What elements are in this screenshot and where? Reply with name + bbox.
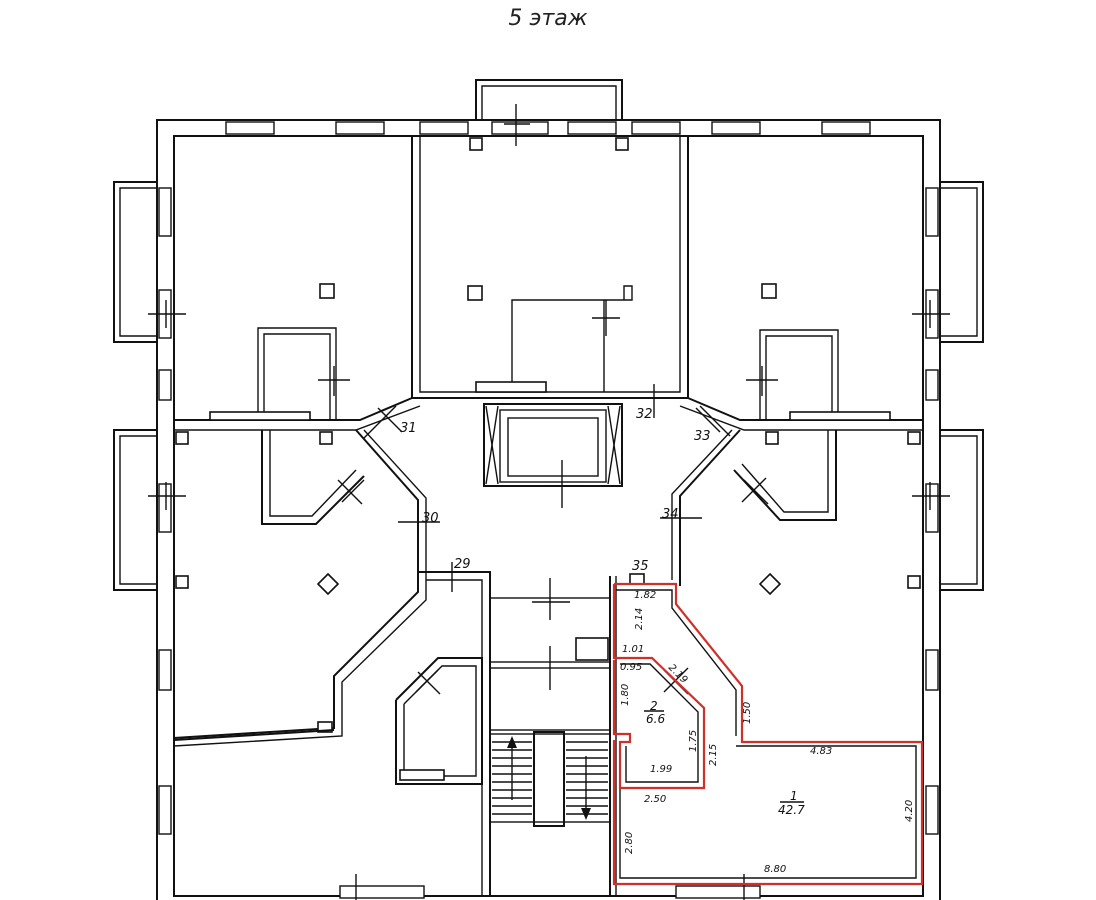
- dim-1-50: 1.50: [742, 702, 753, 724]
- dim-1-99: 1.99: [650, 764, 672, 775]
- dim-2-80: 2.80: [624, 832, 635, 854]
- floor-title: 5 этаж: [508, 6, 588, 31]
- door-number-labels: 29 30 31 32 33 34 35: [400, 407, 711, 574]
- elevator-shaft: [483, 403, 623, 487]
- windows-top: [225, 121, 871, 135]
- door-number-34: 34: [662, 507, 679, 522]
- door-number-35: 35: [632, 559, 649, 574]
- dim-1-82: 1.82: [634, 590, 656, 601]
- outer-walls: [156, 119, 941, 900]
- dimension-labels: 1.82 2.14 1.01 0.95 2.19 1.80 1.75 2.15 …: [620, 590, 915, 875]
- ventilation-marks: [316, 572, 782, 596]
- door-number-33: 33: [694, 429, 711, 444]
- room-number-2: 2: [650, 699, 658, 713]
- highlighted-apartment: [612, 582, 924, 886]
- dim-4-83: 4.83: [810, 746, 832, 757]
- dim-1-01: 1.01: [622, 644, 644, 655]
- door-number-30: 30: [422, 511, 439, 526]
- door-number-29: 29: [454, 557, 471, 572]
- door-marks: [148, 104, 950, 900]
- dim-1-80: 1.80: [620, 684, 631, 706]
- interior-walls-top: [411, 136, 689, 399]
- interior-walls-left: [173, 283, 427, 747]
- staircase: [489, 731, 611, 827]
- interior-walls-right: [671, 283, 923, 589]
- windows-side: [158, 187, 939, 835]
- room-area-2: 6.6: [646, 712, 665, 726]
- door-number-31: 31: [400, 421, 417, 436]
- dim-2-15: 2.15: [708, 744, 719, 766]
- balconies-side: [113, 181, 984, 591]
- windows-bottom: [339, 885, 761, 899]
- dim-1-75: 1.75: [688, 730, 699, 752]
- dim-2-14: 2.14: [634, 608, 645, 630]
- room-labels: 1 42.7 2 6.6: [644, 699, 805, 817]
- dim-0-95: 0.95: [620, 662, 642, 673]
- dim-4-20: 4.20: [904, 800, 915, 822]
- dim-2-50: 2.50: [644, 794, 666, 805]
- balcony-top: [475, 79, 623, 120]
- room-area-1: 42.7: [778, 803, 805, 817]
- room-number-1: 1: [790, 789, 798, 803]
- door-number-32: 32: [636, 407, 653, 422]
- dim-8-80: 8.80: [764, 864, 786, 875]
